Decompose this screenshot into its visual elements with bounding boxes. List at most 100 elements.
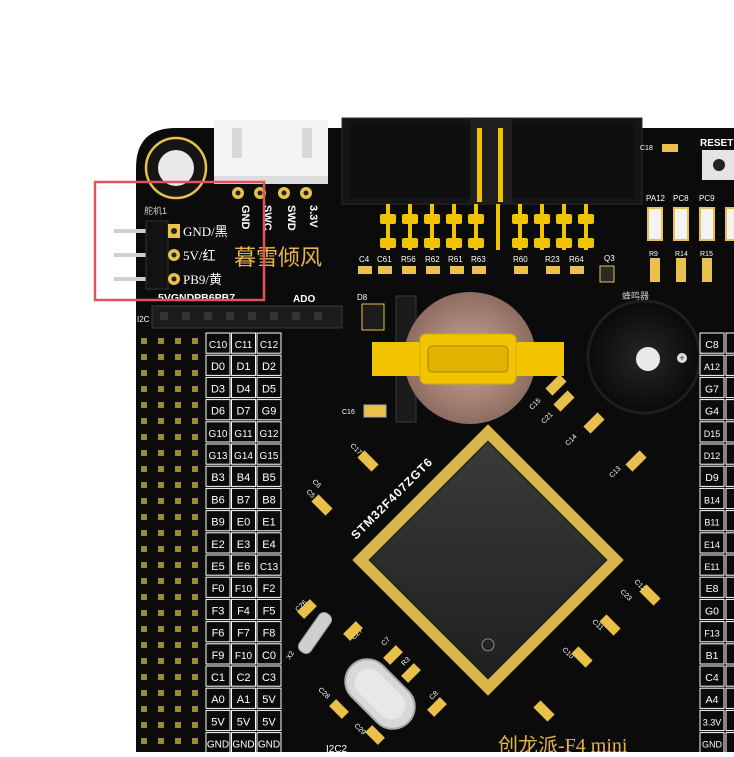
header-pin: [158, 402, 164, 408]
pin-cell: [205, 598, 231, 621]
left-pin-header: [141, 338, 198, 744]
pin-label: 3.3V: [703, 717, 722, 727]
component-label: C4: [359, 255, 370, 264]
pin-cell: [205, 399, 231, 421]
servo-pin-label: PB9/黄: [183, 272, 222, 287]
header-pin: [158, 530, 164, 536]
pin-cell: [231, 399, 256, 421]
pin-label: B1: [706, 650, 719, 662]
header-pin: [141, 466, 147, 472]
reset-button[interactable]: [702, 150, 734, 180]
header-pin: [158, 450, 164, 456]
pin-cell: [699, 399, 725, 421]
header-pin: [158, 706, 164, 712]
pin-label: F0: [212, 583, 225, 595]
header-pin: [192, 498, 198, 504]
pin-cell: [205, 510, 231, 532]
component-label: X2: [286, 650, 296, 661]
mounting-hole: [144, 136, 208, 200]
pin-cell: [699, 554, 725, 576]
component-label: PA12: [646, 194, 666, 203]
crystal: [297, 612, 416, 730]
header-pin: [141, 674, 147, 680]
header-pin: [175, 418, 181, 424]
header-pin: [158, 514, 164, 520]
pin-cell: [256, 399, 282, 421]
pin-label: B6: [211, 494, 224, 506]
pin-label: C10: [209, 340, 228, 351]
header-pin: [158, 674, 164, 680]
pin-cell: [699, 643, 725, 665]
pin-label: A4: [706, 694, 719, 706]
header-pin: [158, 482, 164, 488]
board-name: 创龙派-F4 mini: [498, 734, 628, 752]
header-pin: [175, 562, 181, 568]
pin-cell: [256, 443, 282, 465]
header-pin: [192, 466, 198, 472]
pin-cell: [205, 354, 231, 376]
header-pin: [192, 418, 198, 424]
header-pin: [192, 626, 198, 632]
pin-label: 5V: [262, 694, 276, 706]
header-pin: [141, 482, 147, 488]
servo-pin-label: 5V/红: [183, 248, 216, 263]
pin-label: GND: [258, 740, 280, 751]
header-pin: [141, 370, 147, 376]
header-pin: [175, 594, 181, 600]
header-pin: [141, 450, 147, 456]
header-pin: [141, 514, 147, 520]
pin-cell: [231, 354, 256, 376]
component-label: R60: [513, 255, 528, 264]
pin-cell: [699, 665, 725, 687]
pin-cell: [256, 354, 282, 376]
header-pin: [192, 690, 198, 696]
header-pin: [175, 706, 181, 712]
pin-cell: [725, 665, 734, 687]
header-pin: [141, 530, 147, 536]
header-pin: [192, 610, 198, 616]
pin-cell: [725, 443, 734, 465]
pin-label: F2: [263, 583, 276, 595]
pin-label: F5: [263, 605, 276, 617]
pin-cell: [699, 376, 725, 399]
header-pin: [192, 514, 198, 520]
pin-cell: [256, 665, 282, 687]
pin-cell: [699, 510, 725, 532]
header-pin: [158, 626, 164, 632]
header-pin: [141, 658, 147, 664]
pin-cell: [205, 687, 231, 709]
pin-cell: [725, 376, 734, 399]
pin-label: E6: [237, 561, 250, 573]
header-pin: [175, 658, 181, 664]
smd-row: [358, 265, 615, 283]
pin-cell: [205, 643, 231, 665]
pin-label: E4: [262, 539, 275, 551]
pin-cell: [231, 465, 256, 487]
pin-label: D15: [704, 429, 721, 439]
header-pin: [141, 626, 147, 632]
component-label: R63: [471, 255, 486, 264]
component-label: R64: [569, 255, 584, 264]
pin-cell: [699, 598, 725, 621]
pin-cell: [205, 465, 231, 487]
component-label: R9: [649, 251, 658, 258]
servo-bottom-label: 5VGNDPB6PB7: [158, 292, 235, 304]
component-label: PC9: [699, 194, 715, 203]
header-pin: [192, 722, 198, 728]
pin-cell: [256, 687, 282, 709]
pin-cell: [725, 421, 734, 443]
component-label: C61: [377, 255, 392, 264]
pin-label: D5: [262, 383, 276, 395]
header-pin: [141, 338, 147, 344]
pin-label-grid-right: C8A12G7G4D15D12D9B14B11E14E11E8G0F13B1C4…: [699, 332, 734, 754]
pin-label: F13: [704, 629, 720, 639]
pin-cell: [725, 643, 734, 665]
header-pin: [141, 594, 147, 600]
header-pin: [158, 338, 164, 344]
header-pin: [192, 562, 198, 568]
pin-cell: [256, 576, 282, 598]
pin-label: F7: [237, 628, 250, 640]
header-pin: [158, 658, 164, 664]
header-pin: [192, 578, 198, 584]
pin-cell: [725, 510, 734, 532]
